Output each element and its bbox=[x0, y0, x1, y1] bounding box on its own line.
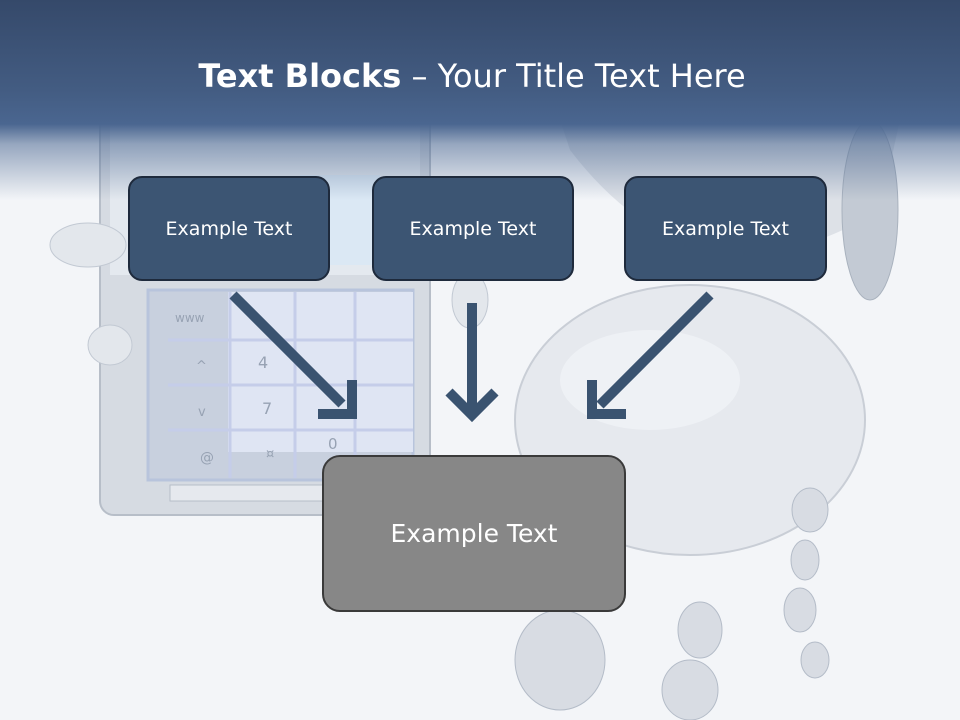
header-band bbox=[0, 0, 960, 200]
arrow-right bbox=[587, 291, 714, 419]
title-rest: Your Title Text Here bbox=[437, 57, 746, 95]
key-www: www bbox=[175, 311, 205, 325]
key-symbol: ¤ bbox=[266, 447, 274, 462]
page-title: Text Blocks – Your Title Text Here bbox=[0, 52, 944, 100]
arrow-left bbox=[229, 291, 357, 419]
result-block: Example Text bbox=[322, 455, 626, 612]
arrow-center bbox=[445, 303, 499, 423]
title-bold: Text Blocks bbox=[198, 57, 402, 95]
text-block-2: Example Text bbox=[372, 176, 574, 281]
key-at: @ bbox=[200, 450, 214, 466]
key-7: 7 bbox=[262, 399, 272, 418]
key-down: v bbox=[198, 405, 206, 420]
text-block-2-label: Example Text bbox=[409, 217, 537, 240]
result-block-label: Example Text bbox=[390, 519, 558, 548]
key-up: ^ bbox=[196, 359, 207, 374]
text-block-1: Example Text bbox=[128, 176, 330, 281]
text-block-3-label: Example Text bbox=[662, 217, 789, 240]
text-block-1-label: Example Text bbox=[165, 217, 293, 240]
text-block-3: Example Text bbox=[624, 176, 827, 281]
key-4: 4 bbox=[258, 353, 268, 372]
key-0: 0 bbox=[328, 435, 338, 453]
title-dash: – bbox=[401, 57, 438, 95]
